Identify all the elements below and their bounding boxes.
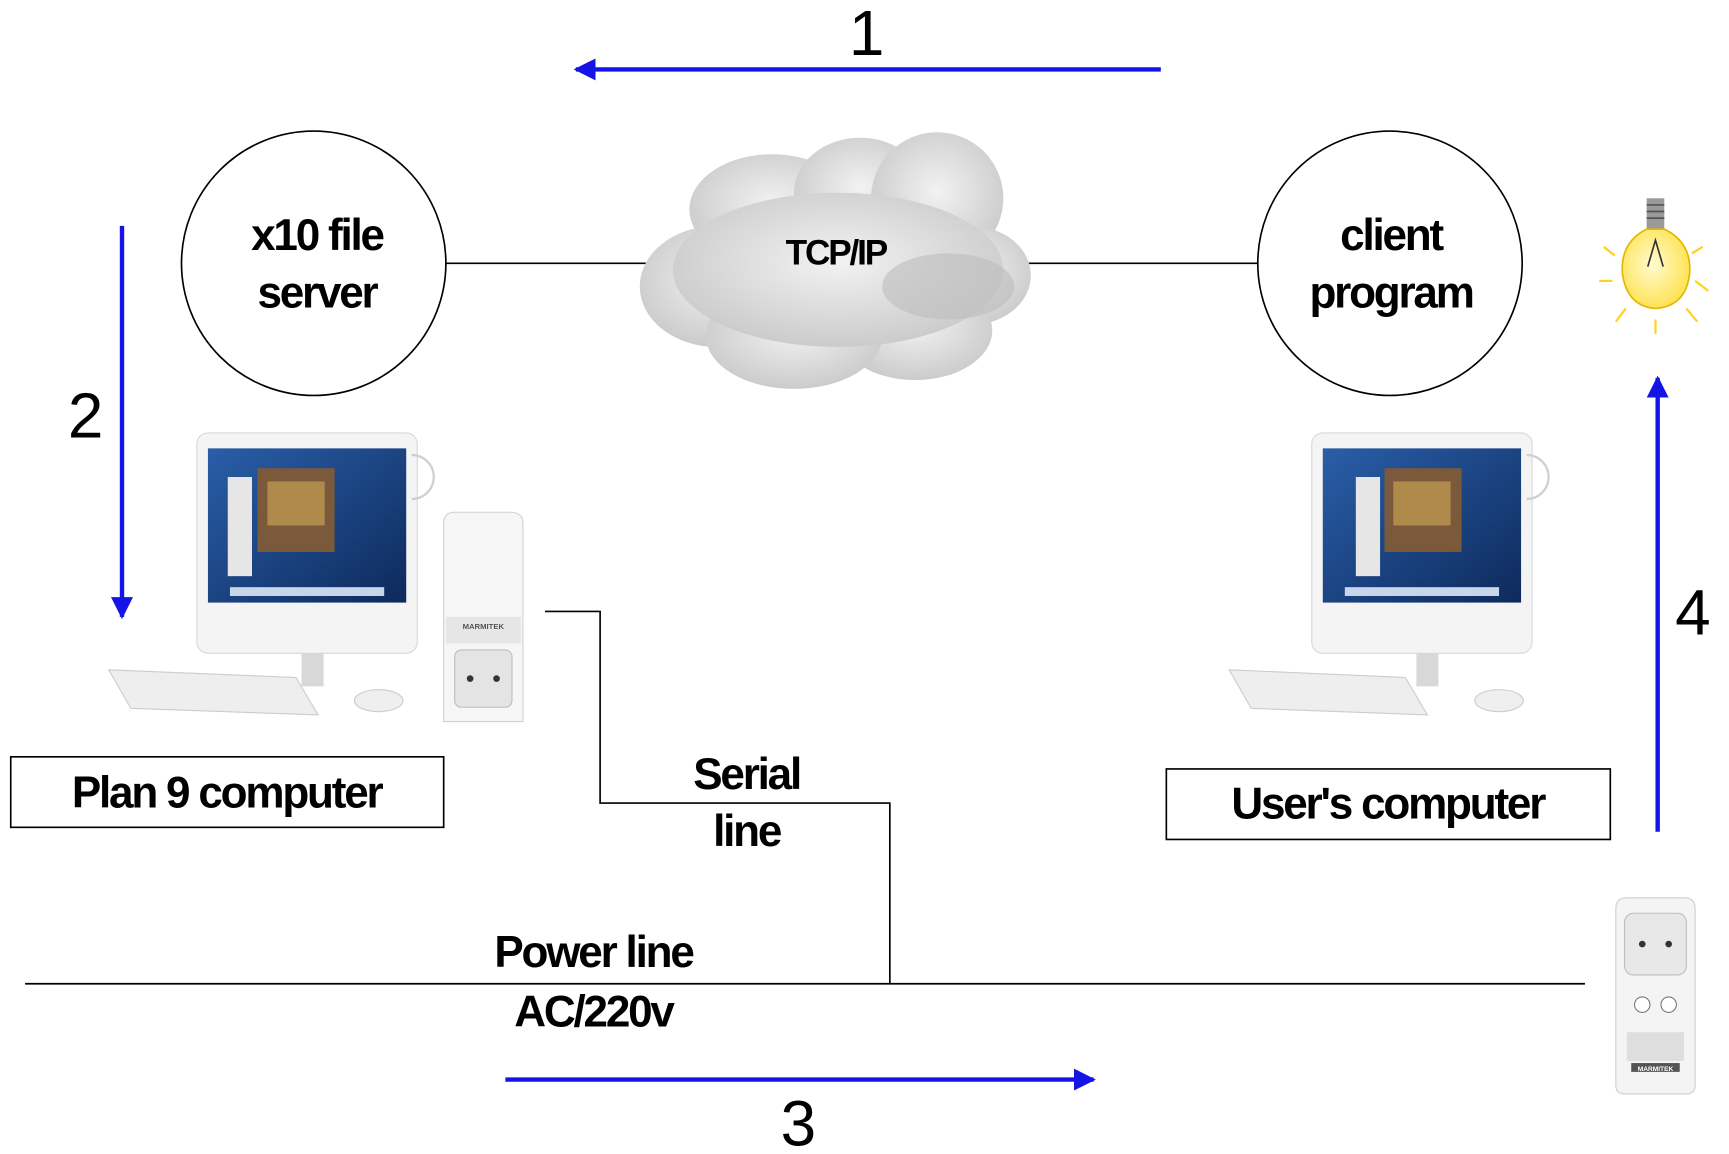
users-computer-box — [1165, 768, 1612, 841]
serial-line-label-line-2: line — [713, 807, 781, 856]
x10-interface-brand: MARMITEK — [463, 622, 505, 631]
plan9-computer-label: Plan 9 computer — [72, 768, 384, 817]
power-spec-label: AC/220v — [514, 988, 675, 1037]
lamp-module-brand: MARMITEK — [1638, 1066, 1674, 1073]
client-program-node — [1256, 130, 1523, 397]
users-computer-label: User's computer — [1231, 780, 1546, 829]
network-cloud-icon — [639, 132, 1031, 389]
step4-number: 4 — [1675, 577, 1711, 649]
step1-number: 1 — [849, 0, 885, 69]
right-computer-icon — [1228, 432, 1550, 716]
file-server-label-line-1: x10 file — [251, 211, 383, 260]
network-label: TCP/IP — [786, 233, 888, 272]
step3-number: 3 — [781, 1088, 817, 1149]
x10-lamp-module-icon: MARMITEK — [1615, 897, 1696, 1095]
client-program-label: client program — [1309, 211, 1472, 317]
file-server-label-line-2: server — [257, 268, 378, 317]
client-program-label-line-1: client — [1340, 211, 1444, 260]
step2-number: 2 — [68, 379, 104, 451]
x10-interface-icon: MARMITEK — [443, 511, 524, 723]
serial-line — [545, 610, 891, 984]
file-server-node — [180, 130, 447, 397]
client-program-label-line-2: program — [1309, 268, 1472, 317]
power-line-label: Power line — [494, 928, 693, 977]
left-computer-icon — [107, 432, 435, 716]
serial-line-label-line-1: Serial — [693, 750, 800, 799]
light-bulb-icon — [1599, 198, 1710, 334]
plan9-computer-box — [9, 755, 445, 829]
file-server-label: x10 file server — [251, 211, 383, 317]
serial-line-label: Serial line — [693, 750, 800, 856]
